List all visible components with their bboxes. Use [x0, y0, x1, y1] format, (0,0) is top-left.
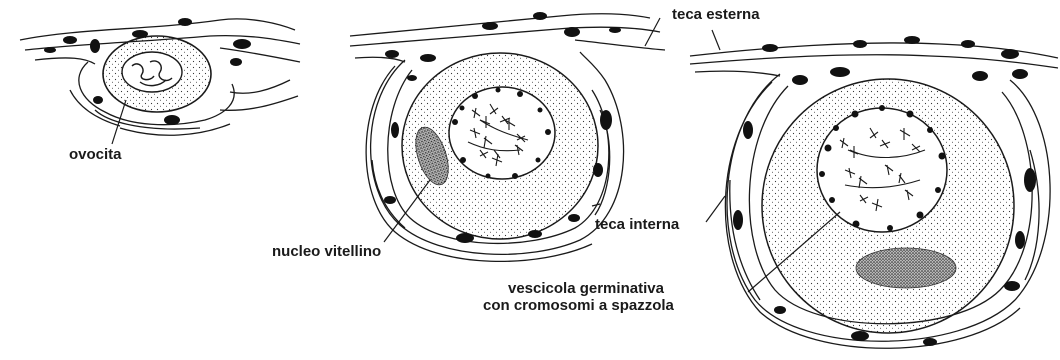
theca-line	[355, 57, 405, 62]
leader-teca-esterna-large	[712, 30, 720, 50]
theca-interna-line	[730, 180, 760, 300]
leader-ovocita	[112, 100, 126, 144]
label-teca-interna: teca interna	[595, 216, 679, 233]
label-ovocita: ovocita	[69, 146, 122, 163]
follicle-wall	[230, 80, 290, 93]
follicle-wall	[95, 110, 200, 129]
label-teca-esterna: teca esterna	[672, 6, 760, 23]
label-nucleo-vitellino: nucleo vitellino	[272, 243, 381, 260]
leader-nucleo-vitellino	[384, 180, 430, 242]
leader-teca-interna-large	[706, 196, 725, 222]
yolk-nucleus-body-large	[856, 248, 956, 288]
label-vescicola-line2: con cromosomi a spazzola	[483, 297, 674, 314]
theca-line	[695, 71, 780, 76]
theca-line	[575, 40, 665, 50]
germinal-vesicle-medium	[449, 87, 555, 179]
label-vescicola-line1: vescicola germinativa	[508, 280, 664, 297]
theca-line	[350, 14, 650, 36]
